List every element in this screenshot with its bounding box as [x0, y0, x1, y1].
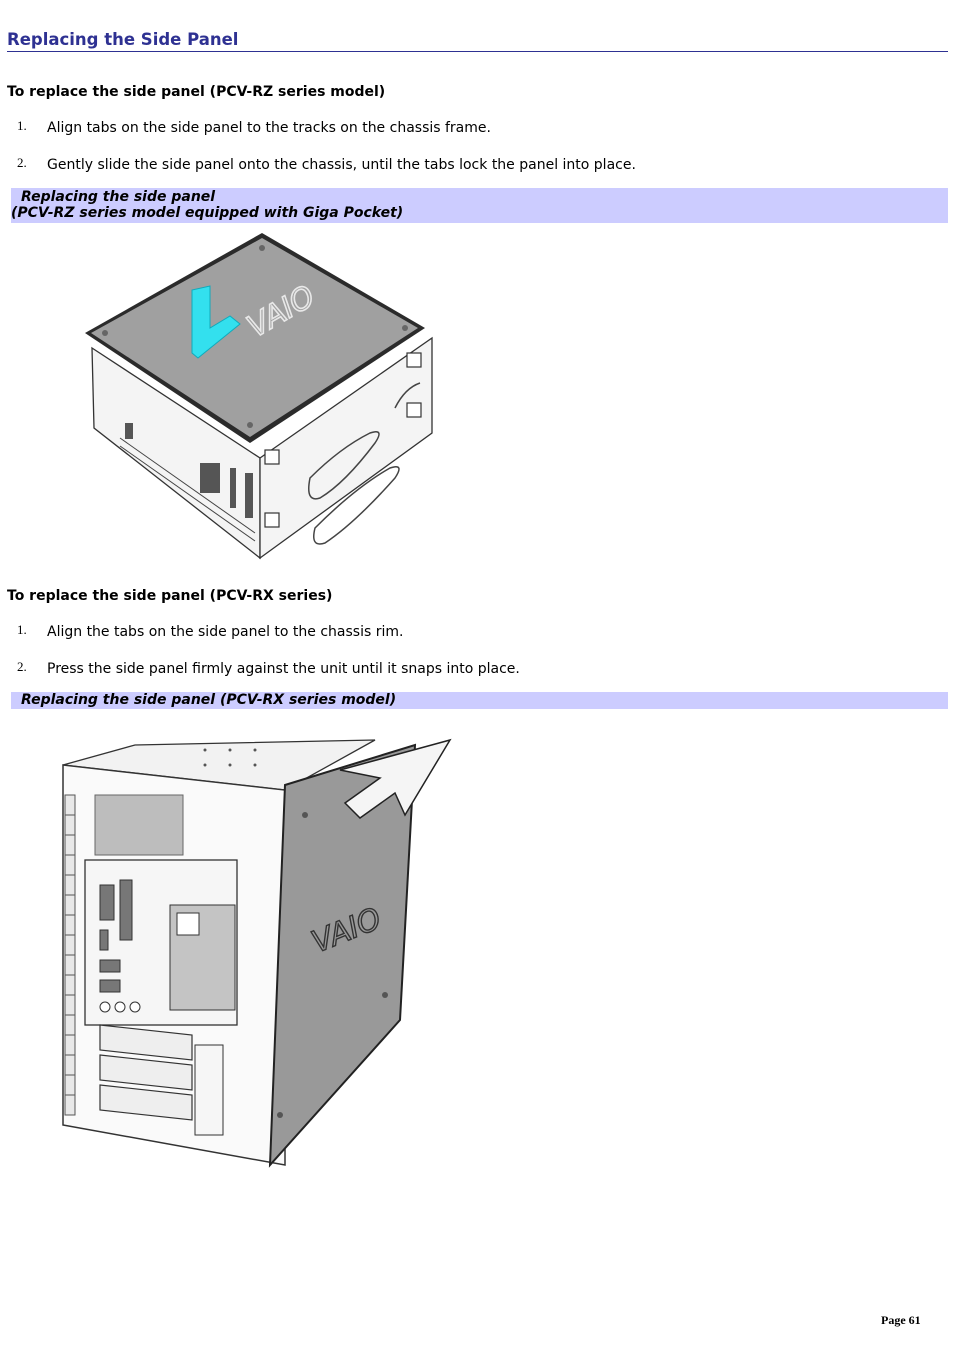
step-text: Press the side panel firmly against the …	[47, 661, 520, 677]
step-number: 2.	[17, 155, 27, 170]
page-title: Replacing the Side Panel	[7, 30, 948, 52]
page-number: Page 61	[881, 1313, 921, 1327]
pcv-rz-side-panel-illustration: VAIO	[85, 233, 433, 560]
slide-arrow-icon	[191, 285, 241, 359]
pcv-rx-side-panel-illustration: VAIO	[62, 738, 452, 1168]
section-heading-rz: To replace the side panel (PCV-RZ series…	[7, 84, 386, 100]
figure-caption-rx: Replacing the side panel (PCV-RX series …	[11, 692, 948, 709]
caption-line-1: Replacing the side panel	[21, 189, 216, 205]
figure-caption-rz: Replacing the side panel (PCV-RZ series …	[11, 188, 948, 223]
step-number: 1.	[17, 118, 27, 133]
step-number: 1.	[17, 622, 27, 637]
section-heading-rx: To replace the side panel (PCV-RX series…	[7, 588, 333, 604]
caption-line-1: Replacing the side panel (PCV-RX series …	[21, 692, 397, 708]
step-number: 2.	[17, 659, 27, 674]
caption-line-2: (PCV-RZ series model equipped with Giga …	[11, 205, 404, 221]
step-text: Align the tabs on the side panel to the …	[47, 624, 404, 640]
press-arrow-icon	[339, 738, 452, 819]
step-text: Gently slide the side panel onto the cha…	[47, 157, 636, 173]
step-text: Align tabs on the side panel to the trac…	[47, 120, 491, 136]
